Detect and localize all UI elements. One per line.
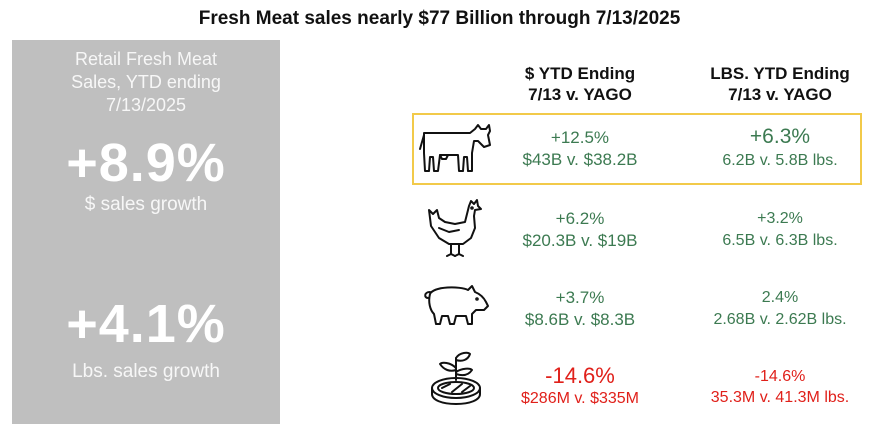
- chicken-icon: [428, 199, 482, 257]
- plant-dollar-growth: -14.6%: [545, 363, 615, 388]
- plant-dollar-cell: -14.6% $286M v. $335M: [470, 362, 690, 409]
- pork-dollar-growth: +3.7%: [555, 288, 605, 307]
- summary-panel: Retail Fresh Meat Sales, YTD ending 7/13…: [12, 40, 280, 424]
- panel-subtitle-line: Sales, YTD ending: [71, 72, 221, 92]
- dollar-column-header: $ YTD Ending 7/13 v. YAGO: [470, 63, 690, 105]
- pork-dollar-detail: $8.6B v. $8.3B: [524, 310, 636, 329]
- beef-lbs-detail: 6.2B v. 5.8B lbs.: [722, 152, 838, 169]
- lbs-growth-label: Lbs. sales growth: [72, 361, 220, 382]
- plant-lbs-cell: -14.6% 35.3M v. 41.3M lbs.: [670, 366, 879, 408]
- panel-subtitle: Retail Fresh Meat Sales, YTD ending 7/13…: [12, 48, 280, 117]
- pig-icon: [424, 285, 489, 325]
- column-header-line: $ YTD Ending: [524, 64, 636, 83]
- pork-lbs-detail: 2.68B v. 2.62B lbs.: [713, 311, 847, 328]
- dollar-growth-value: +8.9%: [66, 133, 226, 193]
- column-header-line: 7/13 v. YAGO: [528, 85, 632, 104]
- pork-dollar-cell: +3.7% $8.6B v. $8.3B: [470, 287, 690, 331]
- pork-lbs-cell: 2.4% 2.68B v. 2.62B lbs.: [670, 287, 879, 331]
- plant-dollar-detail: $286M v. $335M: [521, 390, 639, 407]
- chicken-lbs-cell: +3.2% 6.5B v. 6.3B lbs.: [670, 208, 879, 252]
- plant-lbs-detail: 35.3M v. 41.3M lbs.: [710, 389, 850, 406]
- chicken-dollar-cell: +6.2% $20.3B v. $19B: [470, 208, 690, 252]
- chicken-lbs-growth: +3.2%: [757, 210, 803, 227]
- column-header-line: 7/13 v. YAGO: [728, 85, 832, 104]
- dollar-growth-label: $ sales growth: [84, 194, 208, 215]
- chicken-lbs-detail: 6.5B v. 6.3B lbs.: [722, 232, 838, 249]
- beef-lbs-growth: +6.3%: [749, 125, 811, 148]
- panel-subtitle-line: Retail Fresh Meat: [74, 49, 218, 69]
- plant-lbs-growth: -14.6%: [754, 368, 806, 385]
- beef-dollar-detail: $43B v. $38.2B: [522, 150, 638, 169]
- lbs-growth-value: +4.1%: [66, 294, 226, 354]
- pork-lbs-growth: 2.4%: [761, 289, 799, 306]
- beef-dollar-growth: +12.5%: [550, 128, 610, 147]
- cow-icon: [419, 124, 491, 172]
- plant-based-meat-icon: [431, 351, 481, 405]
- chicken-dollar-detail: $20.3B v. $19B: [522, 231, 638, 250]
- chart-title: Fresh Meat sales nearly $77 Billion thro…: [198, 8, 681, 29]
- chicken-dollar-growth: +6.2%: [555, 209, 605, 228]
- beef-dollar-cell: +12.5% $43B v. $38.2B: [470, 127, 690, 171]
- column-header-line: LBS. YTD Ending: [710, 64, 850, 83]
- beef-lbs-cell: +6.3% 6.2B v. 5.8B lbs.: [670, 124, 879, 171]
- panel-subtitle-line: 7/13/2025: [105, 95, 187, 115]
- beef-row-highlight: [412, 113, 862, 185]
- lbs-column-header: LBS. YTD Ending 7/13 v. YAGO: [670, 63, 879, 105]
